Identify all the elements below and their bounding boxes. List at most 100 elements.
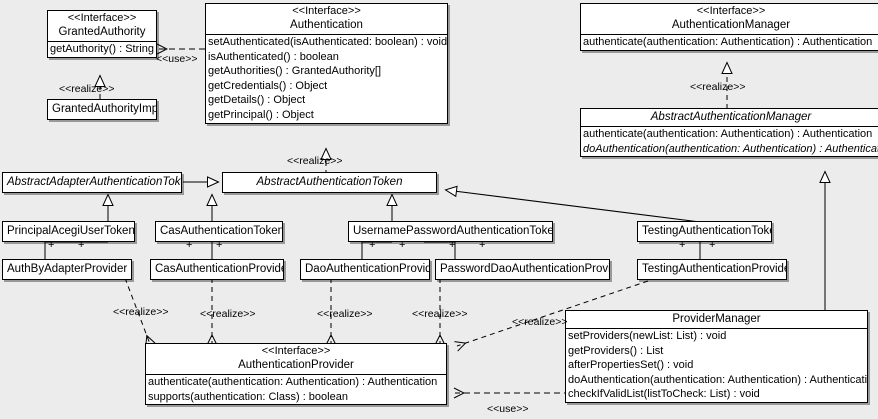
operation: authenticate(authentication: Authenticat… [583, 36, 873, 48]
class-name: CasAuthenticationToken [160, 225, 283, 237]
class-testing-authentication-provider[interactable]: TestingAuthenticationProvider [637, 259, 787, 280]
class-header: CasAuthenticationToken [156, 222, 282, 241]
class-abstract-adapter-authentication-token[interactable]: AbstractAdapterAuthenticationToken [2, 172, 182, 193]
class-name: AbstractAuthenticationToken [256, 176, 403, 188]
class-header: AbstractAuthenticationManager [581, 109, 878, 126]
class-name: PrincipalAcegiUserToken [7, 225, 135, 237]
class-name: DaoAuthenticationProvider [305, 263, 430, 275]
class-name: CasAuthenticationProvider [155, 263, 284, 275]
class-name: UsernamePasswordAuthenticationToken [353, 225, 553, 237]
class-name: AuthenticationProvider [238, 359, 354, 371]
class-header: <<Interface>> Authentication [206, 4, 447, 34]
operation: authenticate(authentication: Authenticat… [148, 376, 438, 388]
operation: getAuthorities() : GrantedAuthority[] [208, 65, 382, 78]
operations-compartment: setProviders(newList: List) : void getPr… [566, 329, 867, 402]
relationship-label-realize-abstract-authentication-token: <<realize>> [287, 155, 343, 167]
association-multiplicity: + [78, 239, 85, 251]
operation: doAuthentication(authentication: Authent… [583, 142, 878, 155]
relationship-label-realize-auth-by-adapter-provider: <<realize>> [113, 306, 169, 318]
class-header: DaoAuthenticationProvider [301, 260, 429, 279]
class-authentication[interactable]: <<Interface>> Authentication setAuthenti… [205, 3, 448, 124]
association-multiplicity: + [216, 239, 223, 251]
operation: setProviders(newList: List) : void [568, 330, 727, 342]
class-header: AbstractAuthenticationToken [223, 173, 436, 192]
association-multiplicity: + [399, 239, 406, 251]
relationship-label-use-granted-authority: <<use>> [156, 53, 198, 65]
class-name: PasswordDaoAuthenticationProvider [440, 263, 610, 275]
class-abstract-authentication-token[interactable]: AbstractAuthenticationToken [222, 172, 437, 193]
class-provider-manager[interactable]: ProviderManager setProviders(newList: Li… [565, 310, 868, 403]
class-name: AbstractAuthenticationManager [650, 111, 812, 123]
stereotype-label: <<Interface>> [292, 5, 361, 17]
compartment-divider [581, 126, 878, 127]
operations-compartment: getAuthority() : String [48, 42, 156, 57]
stereotype-label: <<Interface>> [696, 5, 766, 17]
operation: getProviders() : List [568, 344, 664, 357]
relationship-label-use-provider-manager: <<use>> [487, 403, 529, 415]
operation: setAuthenticated(isAuthenticated: boolea… [208, 36, 448, 48]
association-multiplicity: + [709, 239, 716, 251]
operation: supports(authentication: Class) : boolea… [148, 390, 348, 403]
stereotype-label: <<Interface>> [261, 345, 331, 357]
operations-compartment: setAuthenticated(isAuthenticated: boolea… [206, 35, 447, 123]
class-password-dao-authentication-provider[interactable]: PasswordDaoAuthenticationProvider [435, 259, 610, 280]
class-header: GrantedAuthorityImpl [48, 100, 156, 119]
relationship-label-realize-cas-provider: <<realize>> [200, 308, 256, 320]
class-header: AbstractAdapterAuthenticationToken [3, 173, 181, 192]
compartment-divider [206, 34, 447, 35]
compartment-divider [48, 41, 156, 42]
class-name: GrantedAuthority [58, 26, 146, 38]
class-header: PasswordDaoAuthenticationProvider [436, 260, 609, 279]
class-dao-authentication-provider[interactable]: DaoAuthenticationProvider [300, 259, 430, 280]
class-header: CasAuthenticationProvider [151, 260, 283, 279]
association-multiplicity: + [679, 239, 686, 251]
operation: authenticate(authentication: Authenticat… [583, 128, 873, 140]
class-header: AuthByAdapterProvider [3, 260, 131, 279]
relationship-label-realize-password-dao-provider: <<realize>> [412, 308, 468, 320]
compartment-divider [566, 328, 867, 329]
relationship-label-realize-abstract-authentication-manager: <<realize>> [690, 81, 746, 93]
class-principal-acegi-user-token[interactable]: PrincipalAcegiUserToken [2, 221, 135, 242]
class-cas-authentication-token[interactable]: CasAuthenticationToken [155, 221, 283, 242]
class-cas-authentication-provider[interactable]: CasAuthenticationProvider [150, 259, 284, 280]
operation: getPrincipal() : Object [208, 108, 314, 121]
operation: getCredentials() : Object [208, 79, 328, 92]
class-testing-authentication-token[interactable]: TestingAuthenticationToken [637, 221, 772, 242]
association-multiplicity: + [479, 239, 486, 251]
relationship-label-realize-granted-authority-impl: <<realize>> [59, 83, 115, 95]
class-name: AuthByAdapterProvider [7, 263, 128, 275]
relationship-label-realize-provider-manager: <<realize>> [512, 316, 568, 328]
class-authentication-provider[interactable]: <<Interface>> AuthenticationProvider aut… [145, 343, 447, 406]
operation: isAuthenticated() : boolean [208, 50, 339, 63]
operations-compartment: authenticate(authentication: Authenticat… [581, 35, 878, 50]
operation: getDetails() : Object [208, 94, 306, 107]
operation: getAuthority() : String [50, 43, 154, 55]
operation: afterPropertiesSet() : void [568, 359, 694, 372]
operations-compartment: authenticate(authentication: Authenticat… [146, 375, 446, 404]
class-header: TestingAuthenticationToken [638, 222, 771, 241]
class-header: <<Interface>> GrantedAuthority [48, 11, 156, 41]
class-name: AbstractAdapterAuthenticationToken [7, 176, 182, 188]
class-name: TestingAuthenticationToken [642, 225, 772, 237]
class-header: TestingAuthenticationProvider [638, 260, 786, 279]
class-abstract-authentication-manager[interactable]: AbstractAuthenticationManager authentica… [580, 108, 878, 158]
association-multiplicity: + [48, 239, 55, 251]
class-username-password-authentication-token[interactable]: UsernamePasswordAuthenticationToken [348, 221, 553, 242]
relationship-label-realize-dao-provider: <<realize>> [317, 308, 373, 320]
class-header: PrincipalAcegiUserToken [3, 222, 134, 241]
class-name: ProviderManager [672, 313, 761, 325]
operations-compartment: authenticate(authentication: Authenticat… [581, 127, 878, 156]
class-granted-authority[interactable]: <<Interface>> GrantedAuthority getAuthor… [47, 10, 157, 58]
class-name: TestingAuthenticationProvider [642, 263, 787, 275]
class-auth-by-adapter-provider[interactable]: AuthByAdapterProvider [2, 259, 132, 280]
compartment-divider [581, 34, 878, 35]
class-authentication-manager[interactable]: <<Interface>> AuthenticationManager auth… [580, 3, 878, 51]
class-header: UsernamePasswordAuthenticationToken [349, 222, 552, 241]
class-granted-authority-impl[interactable]: GrantedAuthorityImpl [47, 99, 157, 120]
class-name: AuthenticationManager [671, 19, 791, 31]
class-name: Authentication [290, 19, 363, 31]
operation: doAuthentication(authentication: Authent… [568, 373, 868, 386]
compartment-divider [146, 374, 446, 375]
class-name: GrantedAuthorityImpl [52, 103, 157, 115]
